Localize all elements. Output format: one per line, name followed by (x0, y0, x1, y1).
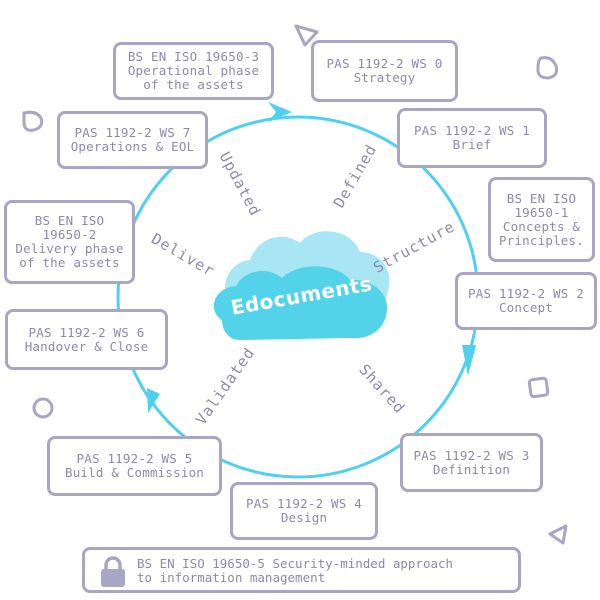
box-line: BS EN ISO (506, 190, 577, 206)
box-line: PAS 1192-2 WS 3 (413, 447, 530, 463)
box-line: PAS 1192-2 WS 5 (76, 451, 193, 466)
box-line: of the assets (143, 77, 244, 92)
arrowhead-right (462, 345, 476, 376)
stage-box-ws7: PAS 1192-2 WS 7 Operations & EOL (57, 111, 208, 169)
box-line: Concepts & (502, 218, 581, 234)
box-line: PAS 1192-2 WS 0 (326, 56, 443, 71)
box-line: of the assets (19, 255, 120, 270)
stage-box-ws3: PAS 1192-2 WS 3 Definition (400, 433, 543, 492)
box-line: Principles. (499, 232, 584, 248)
box-line: PAS 1192-2 WS 6 (28, 324, 145, 340)
box-line: Design (280, 510, 328, 525)
stage-box-ws0: PAS 1192-2 WS 0 Strategy (311, 40, 458, 102)
stage-box-ws2: PAS 1192-2 WS 2 Concept (455, 272, 597, 330)
arrowhead-left (147, 388, 160, 413)
box-line: Handover & Close (24, 338, 149, 354)
box-line: Strategy (353, 70, 416, 85)
square-shape (527, 376, 550, 399)
box-line: Brief (452, 137, 492, 152)
lock-icon (99, 556, 127, 592)
box-line: PAS 1192-2 WS 4 (246, 496, 362, 511)
box-line: BS EN ISO 19650-3 (127, 49, 260, 64)
box-line: PAS 1192-2 WS 7 (74, 125, 191, 140)
cloud-front (213, 266, 388, 340)
box-line: 19650-1 (514, 204, 569, 220)
box-line: Operational phase (127, 63, 260, 78)
circle-shape (32, 397, 54, 419)
stage-box-ws1: PAS 1192-2 WS 1 Brief (397, 108, 547, 168)
blob-shape-left (22, 110, 44, 132)
box-line: Build & Commission (64, 465, 205, 480)
security-line: to information management (137, 570, 326, 585)
stage-box-ws4: PAS 1192-2 WS 4 Design (230, 482, 378, 540)
box-line: BS EN ISO (34, 213, 105, 228)
box-line: 19650-2 (42, 227, 97, 242)
box-line: Operations & EOL (70, 139, 195, 154)
box-line: PAS 1192-2 WS 1 (414, 123, 530, 138)
triangle-shape-small (548, 524, 568, 545)
stage-box-ws5: PAS 1192-2 WS 5 Build & Commission (47, 436, 222, 496)
triangle-shape (294, 24, 319, 47)
box-line: Concept (498, 300, 554, 315)
stage-box-iso-19650-3: BS EN ISO 19650-3 Operational phase of t… (113, 42, 274, 100)
arrowhead-top (268, 102, 292, 122)
box-line: Definition (432, 461, 511, 477)
stage-box-ws6: PAS 1192-2 WS 6 Handover & Close (5, 309, 168, 370)
stage-box-iso-19650-1: BS EN ISO 19650-1 Concepts & Principles. (488, 177, 595, 262)
security-line: BS EN ISO 19650-5 Security-minded approa… (137, 556, 454, 571)
stage-box-iso-19650-2: BS EN ISO 19650-2 Delivery phase of the … (4, 200, 135, 284)
security-box: BS EN ISO 19650-5 Security-minded approa… (82, 547, 521, 593)
blob-shape-right (536, 56, 559, 80)
box-line: Delivery phase (15, 241, 124, 256)
box-line: PAS 1192-2 WS 2 (468, 286, 584, 301)
